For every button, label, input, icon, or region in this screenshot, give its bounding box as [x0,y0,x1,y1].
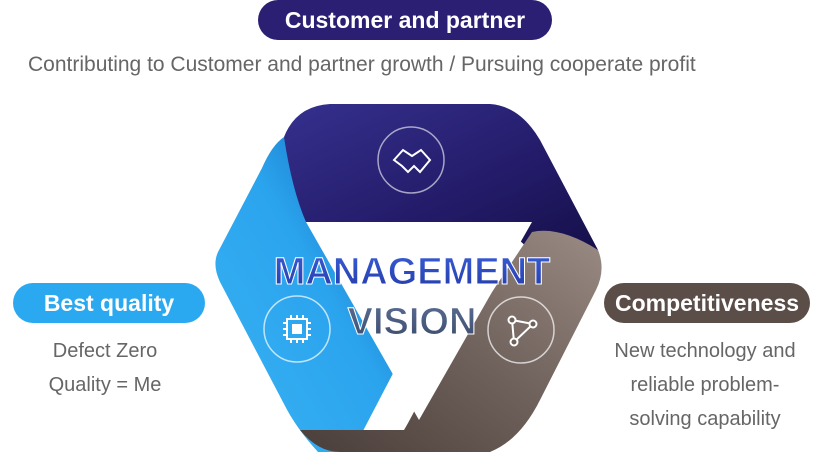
competitiveness-line: reliable problem- [630,374,780,396]
competitiveness-description: New technology and reliable problem- sol… [595,334,814,436]
best-quality-label: Best quality [13,283,205,323]
competitiveness-line: New technology and [614,340,796,362]
center-triangle [306,222,532,420]
handshake-icon [377,126,445,194]
customer-partner-description: Contributing to Customer and partner gro… [28,53,696,76]
network-icon [487,296,555,364]
best-quality-line: Defect Zero [52,340,158,362]
competitiveness-line: solving capability [629,408,781,430]
customer-partner-label: Customer and partner [258,0,552,40]
ribbon-brown [300,230,602,452]
center-title-line1: MANAGEMENT [274,251,551,293]
ribbon-navy [284,104,598,252]
best-quality-line: Quality = Me [48,374,162,396]
ribbon-blue [215,137,400,452]
center-title-line2: VISION [348,301,477,343]
best-quality-description: Defect Zero Quality = Me [20,334,190,402]
chip-icon [263,295,331,363]
competitiveness-label: Competitiveness [604,283,810,323]
